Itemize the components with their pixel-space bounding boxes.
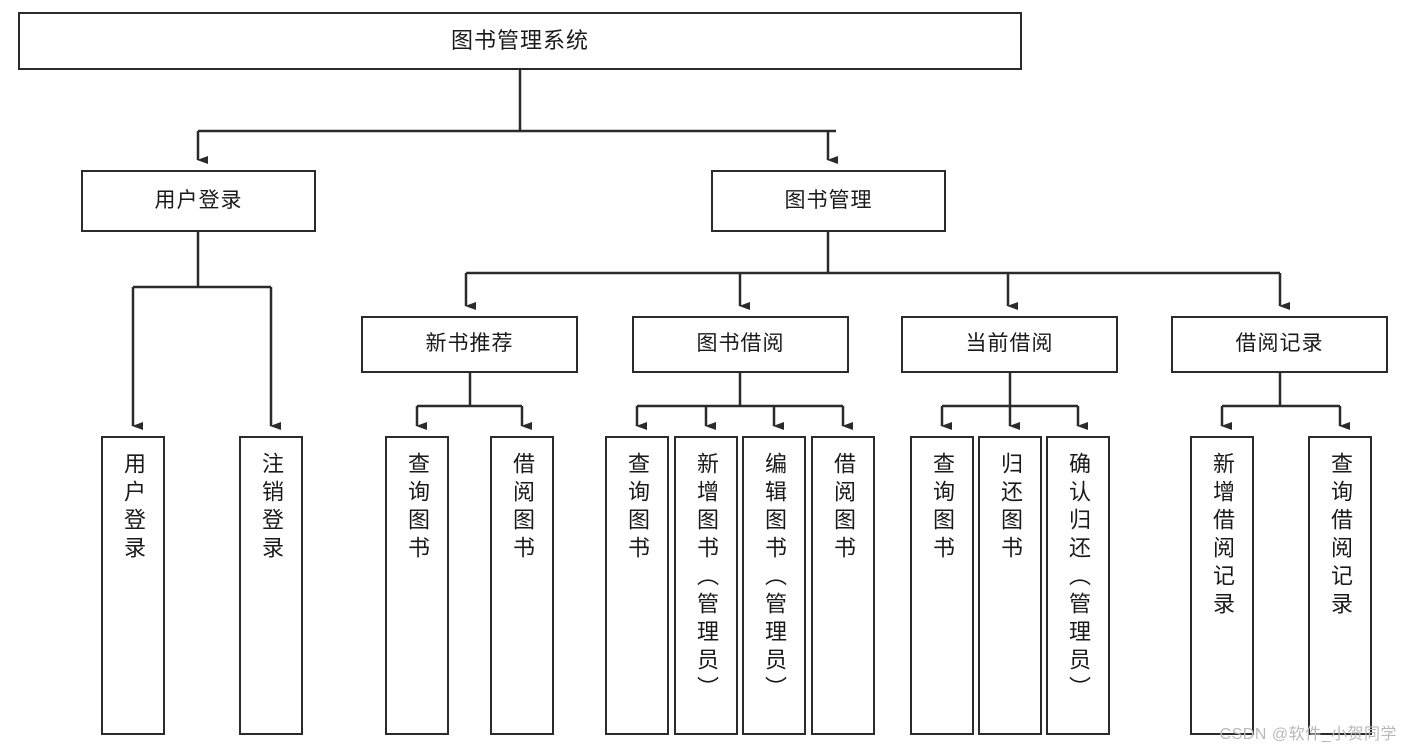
node-label: 新书推荐 [425,332,514,356]
node-label: 查询图书 [405,452,430,564]
node-new-book-recommend[interactable]: 新书推荐 [361,316,578,373]
leaf-query-borrow-record[interactable]: 查询借阅记录 [1308,436,1372,735]
watermark: CSDN @软件_小贺同学 [1219,726,1397,743]
node-label: 借阅记录 [1235,332,1324,356]
node-current-borrow[interactable]: 当前借阅 [901,316,1118,373]
node-book-borrow[interactable]: 图书借阅 [632,316,849,373]
node-label: 用户登录 [154,188,243,212]
node-label: 借阅图书 [831,452,856,564]
node-label: 查询借阅记录 [1328,452,1353,620]
node-label: 图书管理系统 [450,28,589,54]
node-book-management[interactable]: 图书管理 [711,170,946,232]
node-label: 用户登录 [121,452,146,564]
leaf-confirm-return-admin[interactable]: 确认归还（管理员） [1046,436,1110,735]
leaf-user-logout[interactable]: 注销登录 [239,436,303,735]
leaf-borrow-book-recommend[interactable]: 借阅图书 [490,436,554,735]
node-user-login[interactable]: 用户登录 [81,170,316,232]
leaf-user-login[interactable]: 用户登录 [101,436,165,735]
leaf-edit-book-admin[interactable]: 编辑图书（管理员） [742,436,806,735]
node-root-system[interactable]: 图书管理系统 [18,12,1022,70]
node-label: 编辑图书（管理员） [762,452,787,704]
leaf-query-book-recommend[interactable]: 查询图书 [385,436,449,735]
node-label: 归还图书 [998,452,1023,564]
node-label: 确认归还（管理员） [1066,452,1091,704]
node-label: 图书借阅 [696,332,785,356]
node-label: 查询图书 [930,452,955,564]
leaf-query-book-borrow[interactable]: 查询图书 [605,436,669,735]
node-label: 新增借阅记录 [1210,452,1235,620]
node-label: 新增图书（管理员） [694,452,719,704]
leaf-query-book-current[interactable]: 查询图书 [910,436,974,735]
node-label: 图书管理 [784,188,873,212]
leaf-add-book-admin[interactable]: 新增图书（管理员） [674,436,738,735]
node-label: 查询图书 [625,452,650,564]
node-label: 当前借阅 [965,332,1054,356]
node-label: 借阅图书 [510,452,535,564]
node-borrow-record[interactable]: 借阅记录 [1171,316,1388,373]
leaf-return-book[interactable]: 归还图书 [978,436,1042,735]
leaf-borrow-book[interactable]: 借阅图书 [811,436,875,735]
leaf-add-borrow-record[interactable]: 新增借阅记录 [1190,436,1254,735]
node-label: 注销登录 [259,452,284,564]
